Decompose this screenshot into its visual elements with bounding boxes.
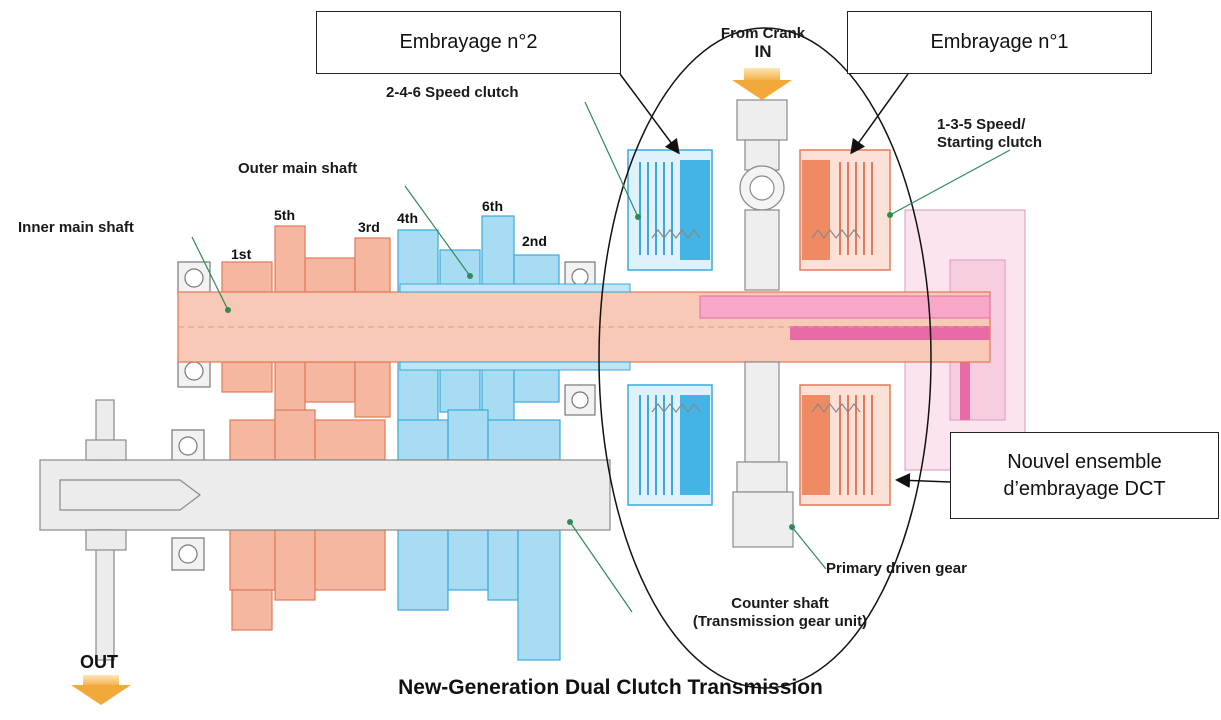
counter-shaft-line2: (Transmission gear unit) [692, 613, 868, 630]
leader-lines [191, 101, 1011, 613]
counter-gears [229, 409, 561, 661]
odd-gears-main [221, 225, 391, 423]
from-crank-label: From Crank IN [707, 25, 819, 61]
gear-4th-label: 4th [397, 210, 418, 226]
speed-135-label: 1-3-5 Speed/ Starting clutch [937, 116, 1042, 152]
speed-246-label: 2-4-6 Speed clutch [386, 84, 519, 101]
speed-135-line1: 1-3-5 Speed/ [937, 116, 1026, 133]
gear-6th-label: 6th [482, 198, 503, 214]
new-assembly-line2: d’embrayage DCT [1003, 477, 1166, 500]
new-assembly-callout: Nouvel ensemble d’embrayage DCT [950, 432, 1219, 519]
counter-shaft-line1: Counter shaft [731, 595, 829, 612]
primary-driven-gear-label: Primary driven gear [826, 560, 967, 577]
from-crank-line2: IN [754, 42, 772, 61]
from-crank-line1: From Crank [720, 25, 806, 42]
callout-arrows [619, 73, 951, 488]
clutch-135-housing [799, 149, 891, 506]
clutch1-callout-text: Embrayage n°1 [930, 31, 1069, 53]
clutch1-callout: Embrayage n°1 [847, 11, 1152, 74]
gear-3rd-label: 3rd [358, 219, 380, 235]
new-assembly-line1: Nouvel ensemble [1007, 450, 1162, 473]
counter-shaft [39, 399, 611, 661]
diagram-caption: New-Generation Dual Clutch Transmission [398, 676, 823, 699]
clutch-246-housing [627, 149, 713, 506]
gear-5th-label: 5th [274, 207, 295, 223]
speed-135-line2: Starting clutch [937, 134, 1043, 151]
out-arrow-icon [71, 675, 131, 705]
counter-shaft-label: Counter shaft (Transmission gear unit) [650, 595, 910, 631]
gear-2nd-label: 2nd [522, 233, 547, 249]
main-shafts [177, 283, 991, 371]
in-arrow-icon [732, 68, 792, 100]
clutch2-callout: Embrayage n°2 [316, 11, 621, 74]
new-dct-clutch-ellipse [598, 27, 932, 689]
out-label: OUT [80, 652, 118, 672]
inner-main-shaft-label: Inner main shaft [18, 219, 134, 236]
clutch2-callout-text: Embrayage n°2 [399, 31, 538, 53]
primary-driven-gear-assembly [732, 99, 794, 548]
leader-dots [225, 212, 893, 530]
gear-1st-label: 1st [231, 246, 252, 262]
outer-main-shaft-label: Outer main shaft [238, 160, 358, 177]
